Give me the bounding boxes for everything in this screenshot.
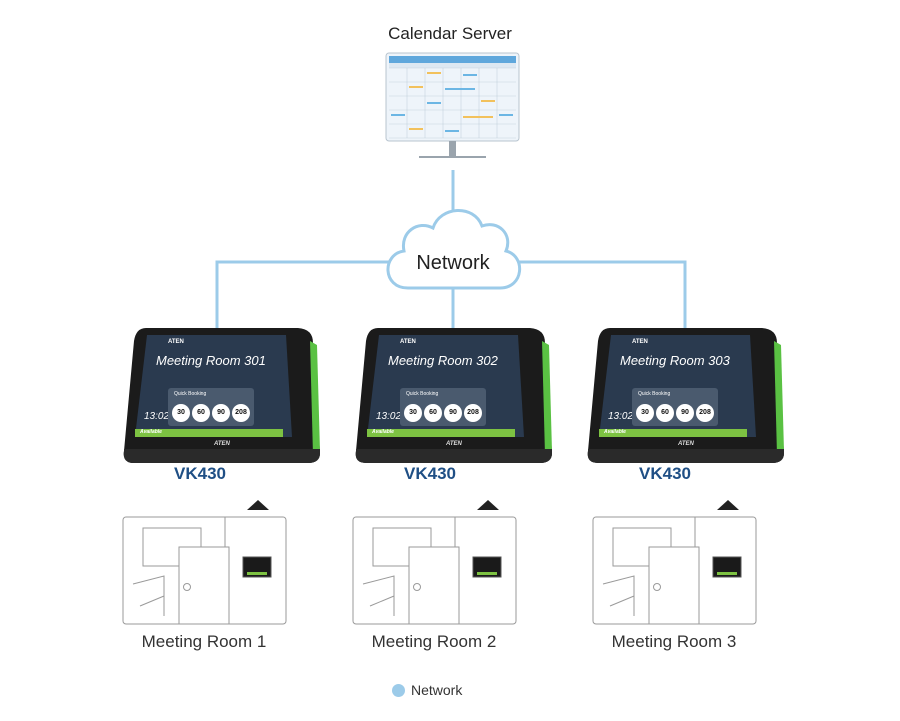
legend: Network — [392, 682, 462, 698]
room-sketch-1 — [122, 500, 287, 625]
location-marker-icon — [247, 500, 269, 510]
room-sketch-2 — [352, 500, 517, 625]
calendar-grid — [389, 67, 516, 139]
duration-button-2[interactable]: 60 — [424, 404, 442, 422]
screen-time: 13:02 — [144, 411, 170, 422]
status-available: Available — [372, 429, 394, 435]
monitor-icon — [385, 52, 520, 158]
vk430-device-1: ATEN Meeting Room 301 13:02 Quick Bookin… — [120, 325, 320, 465]
duration-button-3[interactable]: 90 — [676, 404, 694, 422]
duration-button-3[interactable]: 90 — [444, 404, 462, 422]
screen-time: 13:02 — [608, 411, 634, 422]
bezel-brand: ATEN — [214, 441, 230, 447]
status-available: Available — [140, 429, 162, 435]
device-model-label-1: VK430 — [174, 464, 226, 483]
duration-button-2[interactable]: 60 — [192, 404, 210, 422]
calendar-server-monitor — [385, 52, 520, 164]
screen-room-name: Meeting Room 302 — [388, 353, 498, 368]
quick-booking-title: Quick Booking — [638, 391, 671, 397]
branch-room-301 — [215, 260, 395, 332]
room-sketch-3 — [592, 500, 757, 625]
duration-button-3[interactable]: 90 — [212, 404, 230, 422]
screen-room-name: Meeting Room 303 — [620, 353, 730, 368]
device-model-label-3: VK430 — [639, 464, 691, 483]
vk430-device-3: ATEN Meeting Room 303 13:02 Quick Bookin… — [584, 325, 784, 465]
device-model-label-2: VK430 — [404, 464, 456, 483]
screen-brand-top: ATEN — [632, 339, 648, 345]
network-label: Network — [416, 252, 490, 274]
duration-button-4[interactable]: 208 — [464, 404, 482, 422]
quick-booking-title: Quick Booking — [406, 391, 439, 397]
duration-button-1[interactable]: 30 — [636, 404, 654, 422]
screen-brand-top: ATEN — [400, 339, 416, 345]
legend-label: Network — [411, 682, 463, 698]
room-label-1: Meeting Room 1 — [141, 632, 267, 651]
duration-button-1[interactable]: 30 — [172, 404, 190, 422]
branch-room-303 — [511, 260, 687, 332]
duration-button-4[interactable]: 208 — [232, 404, 250, 422]
duration-button-4[interactable]: 208 — [696, 404, 714, 422]
quick-booking-title: Quick Booking — [174, 391, 207, 397]
bezel-brand: ATEN — [678, 441, 694, 447]
location-marker-icon — [477, 500, 499, 510]
network-cloud — [386, 209, 522, 290]
legend-swatch — [392, 683, 405, 697]
bezel-brand: ATEN — [446, 441, 462, 447]
room-label-2: Meeting Room 2 — [371, 632, 497, 651]
duration-button-2[interactable]: 60 — [656, 404, 674, 422]
location-marker-icon — [717, 500, 739, 510]
duration-button-1[interactable]: 30 — [404, 404, 422, 422]
calendar-events — [391, 72, 513, 132]
screen-room-name: Meeting Room 301 — [156, 353, 266, 368]
network-connections — [215, 170, 687, 332]
room-label-3: Meeting Room 3 — [611, 632, 737, 651]
screen-brand-top: ATEN — [168, 339, 184, 345]
status-available: Available — [604, 429, 626, 435]
vk430-device-2: ATEN Meeting Room 302 13:02 Quick Bookin… — [352, 325, 552, 465]
calendar-server-title: Calendar Server — [388, 24, 512, 43]
screen-time: 13:02 — [376, 411, 402, 422]
